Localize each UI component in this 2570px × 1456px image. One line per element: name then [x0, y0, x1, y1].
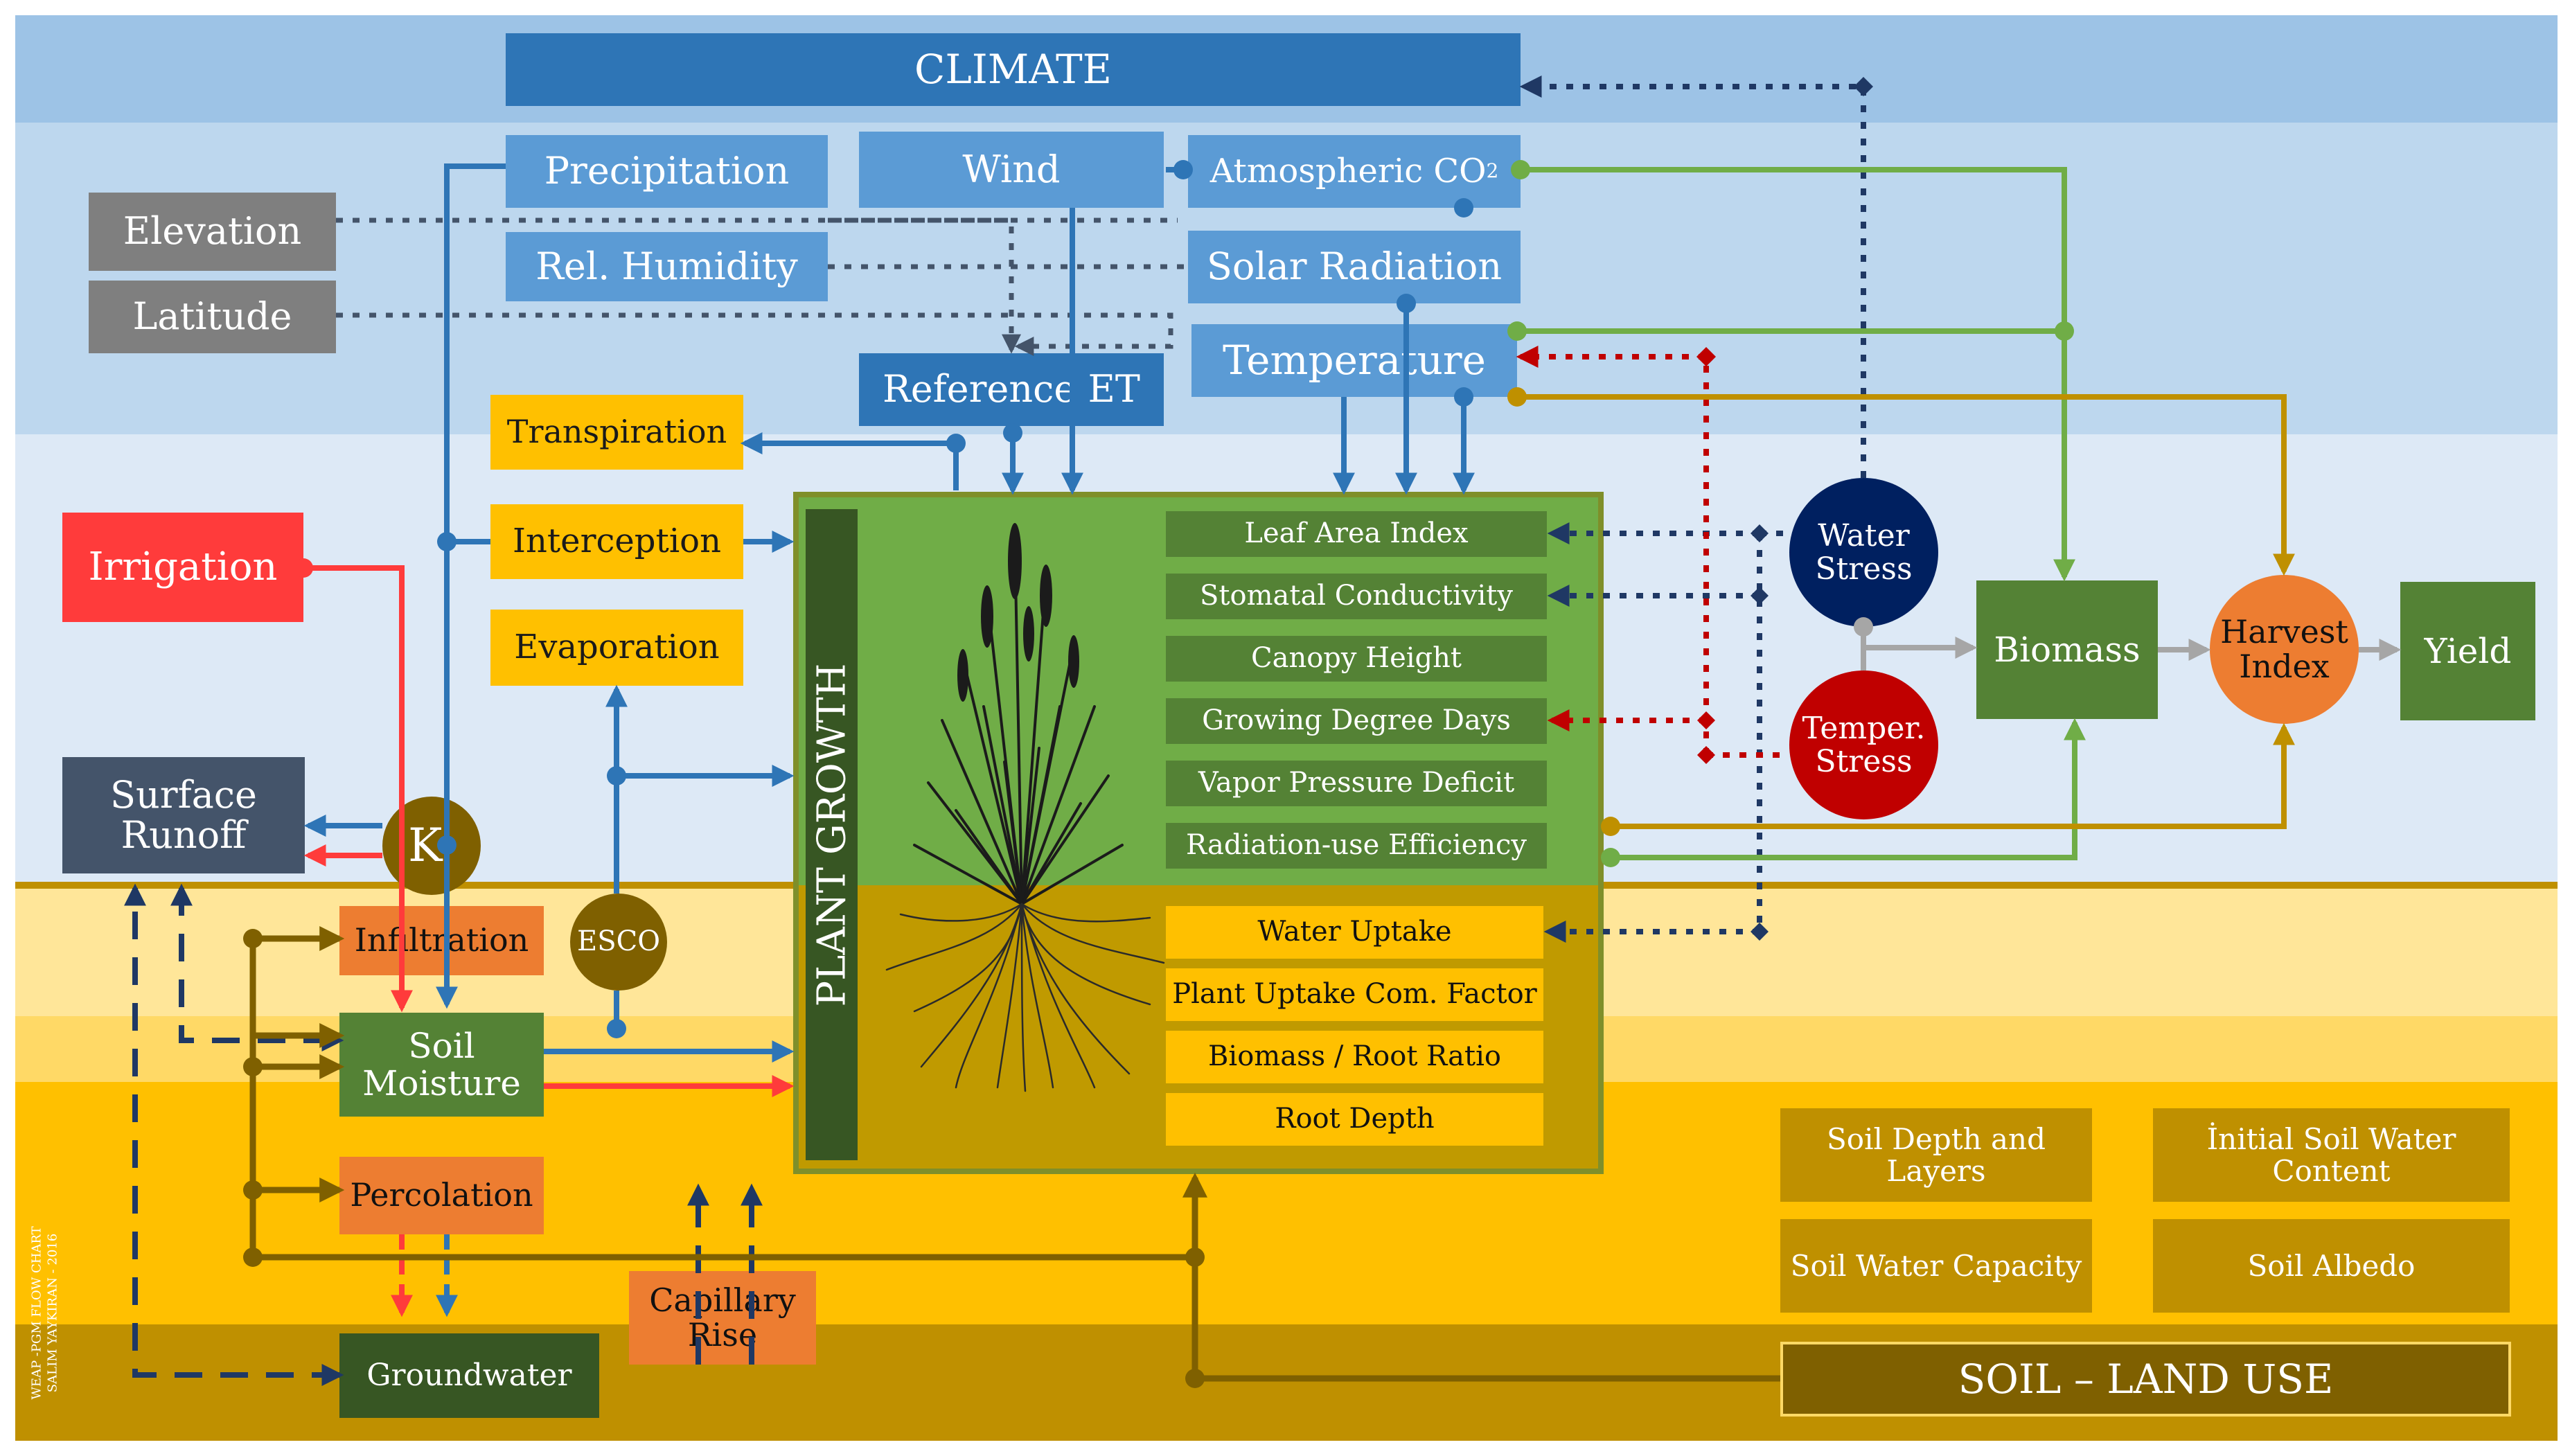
- elevation-box: Elevation: [89, 193, 336, 271]
- radiation-use-efficiency-box: Radiation-use Efficiency: [1166, 823, 1547, 869]
- rel-humidity-box: Rel. Humidity: [506, 232, 828, 301]
- temp-to-hi: [1517, 394, 2295, 576]
- soil-albedo-box: Soil Albedo: [2153, 1219, 2510, 1313]
- percolation-box: Percolation: [339, 1157, 544, 1234]
- yield-box: Yield: [2400, 582, 2535, 720]
- irrigation-box: Irrigation: [62, 513, 303, 622]
- co2-subscript: 2: [1486, 159, 1499, 183]
- temp-gold-dot: [1507, 387, 1527, 407]
- soil-water-capacity-box: Soil Water Capacity: [1780, 1219, 2092, 1313]
- latitude-box: Latitude: [89, 281, 336, 353]
- brown-dot-2: [243, 1057, 263, 1076]
- precip-main: [436, 163, 506, 1009]
- brown-dot-3: [243, 1180, 263, 1200]
- solar-radiation-box: Solar Radiation: [1188, 231, 1521, 303]
- brown-dot-1: [243, 929, 263, 948]
- precipitation-box: Precipitation: [506, 135, 828, 208]
- rue-to-biomass: [1611, 718, 2086, 860]
- reference-et-box: Reference ET: [859, 353, 1164, 426]
- plant-growth-bar: [806, 509, 858, 1160]
- water-stress-to-climate: [1519, 76, 1866, 478]
- ts-circle-diamond: [1697, 746, 1715, 764]
- ks-label: K: [408, 819, 443, 873]
- plant-gold-dot: [1601, 817, 1620, 836]
- rue-green-dot: [1601, 848, 1620, 867]
- elevation-link: [336, 217, 1021, 354]
- ws-d1: [1751, 524, 1769, 542]
- plant-illustration: [885, 523, 1165, 1092]
- ks-circle: Ks: [382, 797, 481, 895]
- harvest-index-circle: Harvest Index: [2210, 575, 2359, 724]
- leaf-area-index-box: Leaf Area Index: [1166, 511, 1547, 557]
- temp-green-dot-2: [2055, 321, 2074, 341]
- ts-to-temperature: [1516, 346, 1709, 755]
- plant-to-hi: [1611, 722, 2295, 829]
- solar-dot: [1397, 294, 1416, 313]
- gw-to-runoff: [124, 883, 344, 1386]
- temp-green-dot: [1507, 321, 1527, 341]
- evaporation-box: Evaporation: [490, 610, 743, 686]
- co2-to-biomass: [1521, 167, 2075, 582]
- esco-circle: ESCO: [570, 894, 667, 991]
- atmospheric-co2-label: Atmospheric CO: [1209, 151, 1487, 190]
- initial-soil-water-content-box: İnitial Soil Water Content: [2153, 1108, 2510, 1202]
- plant-uptake-com-factor-box: Plant Uptake Com. Factor: [1166, 968, 1543, 1021]
- ts-gdd-diamond: [1697, 711, 1715, 729]
- capillary-rise-box: Capillary Rise: [629, 1271, 816, 1365]
- soil-depth-layers-box: Soil Depth and Layers: [1780, 1108, 2092, 1202]
- latitude-link: [336, 312, 1173, 356]
- co2-solar-dot: [1454, 198, 1473, 217]
- soil-land-dot: [1185, 1369, 1205, 1388]
- transpiration-box: Transpiration: [490, 395, 743, 470]
- stomatal-conductivity-box: Stomatal Conductivity: [1166, 574, 1547, 619]
- soil-land-to-plant: [1182, 1172, 1780, 1382]
- biomass-box: Biomass: [1976, 580, 2158, 719]
- temp-dot: [1454, 387, 1473, 407]
- wind-box: Wind: [859, 132, 1164, 208]
- co2-green-dot: [1511, 160, 1530, 179]
- vapor-pressure-deficit-box: Vapor Pressure Deficit: [1166, 761, 1547, 806]
- biomass-root-ratio-box: Biomass / Root Ratio: [1166, 1031, 1543, 1083]
- groundwater-box: Groundwater: [339, 1333, 599, 1418]
- growing-degree-days-box: Growing Degree Days: [1166, 698, 1547, 744]
- water-uptake-box: Water Uptake: [1166, 906, 1543, 959]
- ts-temp-diamond: [1696, 347, 1716, 366]
- water-stress-circle: Water Stress: [1789, 478, 1938, 627]
- infiltration-box: Infiltration: [339, 906, 544, 975]
- ks-precip-dot: [437, 835, 457, 855]
- ws-d3: [1751, 923, 1769, 941]
- climate-header: CLIMATE: [506, 33, 1521, 106]
- ref-et-dot: [1003, 423, 1022, 443]
- wind-co2-dot: [1173, 160, 1193, 179]
- plant-above-ground-area: [799, 497, 1598, 885]
- soil-land-use-box: SOIL – LAND USE: [1780, 1342, 2511, 1417]
- temperature-box: Temperature: [1191, 324, 1517, 397]
- soil-moisture-box: Soil Moisture: [339, 1013, 544, 1117]
- temper-stress-circle: Temper. Stress: [1789, 671, 1938, 819]
- surface-runoff-box: Surface Runoff: [62, 757, 305, 873]
- stress-stem-dot: [1854, 617, 1873, 637]
- esco-soil-dot: [607, 1019, 626, 1038]
- soil-brown-spine: [249, 939, 1195, 1261]
- irrigation-link: [303, 565, 413, 1013]
- brown-dot-4: [243, 1248, 263, 1267]
- root-depth-box: Root Depth: [1166, 1093, 1543, 1146]
- ws-climate-diamond: [1854, 77, 1873, 96]
- ws-d2: [1751, 587, 1769, 605]
- gw-to-soilmoisture: [170, 883, 344, 1051]
- irrigation-dot: [294, 558, 313, 578]
- interception-box: Interception: [490, 504, 743, 579]
- canopy-height-box: Canopy Height: [1166, 636, 1547, 682]
